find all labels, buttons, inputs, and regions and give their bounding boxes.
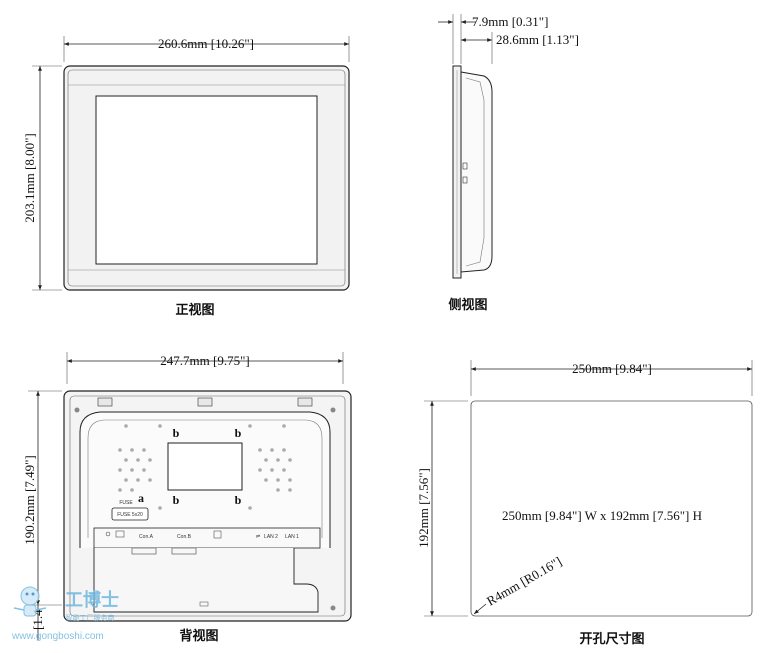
port-label-lan2: LAN 2 (264, 534, 278, 540)
usb-symbol-icon: ⇌ (256, 534, 260, 540)
front-caption: 正视图 (175, 302, 214, 318)
side-body (460, 71, 493, 273)
cutout-size-text: 250mm [9.84"] W x 192mm [7.56"] H (502, 508, 702, 523)
side-caption: 侧视图 (448, 297, 487, 313)
watermark: 工博士 智能工厂服务商 www.gongboshi.com (11, 586, 119, 642)
back-vent-holes (118, 424, 292, 510)
cutout-width-dim: 250mm [9.84"] (572, 361, 652, 376)
fuse-holder (111, 507, 149, 521)
side-view: 7.9mm [0.31"] 28.6mm [1.13"] 侧视图 (438, 14, 579, 313)
front-screen (95, 95, 318, 265)
mount-marker-b-3: b (173, 493, 180, 507)
back-width-dim: 247.7mm [9.75"] (160, 353, 249, 368)
fuse-label: FUSE (119, 500, 133, 506)
fuse-box-label: FUSE 5x20 (117, 512, 143, 518)
watermark-brand: 工博士 (65, 589, 119, 610)
port-label-con-b: Con.B (177, 534, 192, 540)
fuse-marker-a: a (138, 491, 144, 505)
front-width-dim: 260.6mm [10.26"] (158, 36, 254, 51)
cutout-view: 250mm [9.84"] 192mm [7.56"] 250mm [9.84"… (416, 360, 753, 647)
cutout-caption: 开孔尺寸图 (579, 631, 644, 647)
cutout-radius-dim: R4mm [R0.16"] (484, 554, 564, 609)
back-view: 247.7mm [9.75"] 190.2mm [7.49"] [1.4 (22, 352, 352, 644)
usb-port-icon (213, 530, 222, 539)
robot-mascot-icon (13, 586, 47, 617)
back-height-dim: 190.2mm [7.49"] (22, 455, 37, 544)
port-label-lan1: LAN 1 (285, 534, 299, 540)
cutout-height-dim: 192mm [7.56"] (416, 468, 431, 548)
back-label-area (167, 442, 243, 491)
watermark-url: www.gongboshi.com (11, 631, 104, 642)
back-caption: 背视图 (179, 628, 218, 644)
side-depth2-dim: 28.6mm [1.13"] (496, 32, 579, 47)
side-depth1-dim: 7.9mm [0.31"] (472, 14, 548, 29)
mount-marker-b-2: b (235, 426, 242, 440)
port-label-con-a: Con.A (139, 534, 154, 540)
cutout-outline (470, 400, 753, 617)
front-view: 260.6mm [10.26"] 203.1mm [8.00"] 正视图 (22, 36, 350, 318)
watermark-tagline: 智能工厂服务商 (66, 613, 115, 622)
front-height-dim: 203.1mm [8.00"] (22, 133, 37, 222)
mount-marker-b-1: b (173, 426, 180, 440)
mount-marker-b-4: b (235, 493, 242, 507)
